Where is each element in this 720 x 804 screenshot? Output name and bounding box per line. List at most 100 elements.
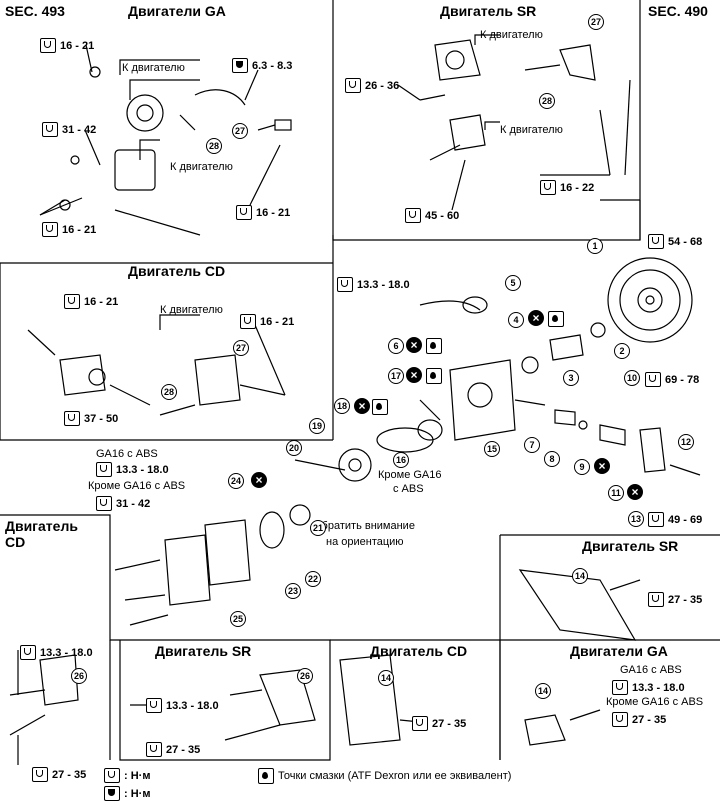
- torque-value: 13.3 - 18.0: [357, 278, 410, 291]
- replace-icon: ×: [627, 484, 643, 500]
- variant-label: Кроме GA16 с ABS: [88, 480, 186, 492]
- torque-value: 26 - 36: [365, 79, 400, 92]
- part-callout: 28: [161, 384, 177, 400]
- part-callout: 27: [588, 14, 604, 30]
- wrench-icon: [236, 205, 252, 220]
- torque-spec: 49 - 69: [648, 512, 702, 527]
- part-callout: 28: [206, 138, 222, 154]
- part-callout: 26: [297, 668, 313, 684]
- part-callout: 17: [388, 368, 404, 384]
- torque-spec: 13.3 - 18.0: [146, 698, 219, 713]
- wrench-icon: [40, 38, 56, 53]
- wrench-icon: [612, 712, 628, 727]
- wrench-icon: [345, 78, 361, 93]
- wrench-icon: [337, 277, 353, 292]
- to-engine-label: К двигателю: [160, 304, 223, 316]
- variant-label: GA16 с ABS: [620, 664, 682, 676]
- sec-493-label: SEC. 493: [5, 3, 65, 19]
- part-callout: 27: [232, 123, 248, 139]
- wrench-icon: [96, 462, 112, 477]
- wrench-icon: [412, 716, 428, 731]
- part-callout: 21: [310, 520, 326, 536]
- torque-value: 13.3 - 18.0: [166, 699, 219, 712]
- torque-spec: 37 - 50: [64, 411, 118, 426]
- part-callout: 23: [285, 583, 301, 599]
- panel-title-ga-top: Двигатели GA: [128, 3, 226, 19]
- torque-spec: 6.3 - 8.3: [232, 58, 292, 73]
- wrench-icon: [146, 742, 162, 757]
- torque-value: 13.3 - 18.0: [632, 681, 685, 694]
- wrench-icon: [96, 496, 112, 511]
- torque-spec: 16 - 21: [236, 205, 290, 220]
- wrench-icon: [648, 512, 664, 527]
- torque-value: 16 - 21: [60, 39, 95, 52]
- torque-value: 54 - 68: [668, 235, 703, 248]
- torque-spec: 27 - 35: [612, 712, 666, 727]
- legend-nm: : Н·м: [104, 786, 150, 801]
- part-callout: 1: [587, 238, 603, 254]
- part-callout: 14: [378, 670, 394, 686]
- lubricate-icon: [426, 368, 442, 384]
- legend-lube: Точки смазки (ATF Dexron или ее эквивале…: [258, 768, 511, 784]
- orientation-note: на ориентацию: [326, 536, 404, 548]
- torque-spec: 69 - 78: [645, 372, 699, 387]
- torque-spec: 27 - 35: [648, 592, 702, 607]
- orientation-note: Обратить внимание: [313, 520, 415, 532]
- to-engine-label: К двигателю: [480, 29, 543, 41]
- part-callout: 24: [228, 473, 244, 489]
- part-callout: 25: [230, 611, 246, 627]
- part-callout: 14: [535, 683, 551, 699]
- torque-value: 6.3 - 8.3: [252, 59, 293, 72]
- torque-spec: 16 - 22: [540, 180, 594, 195]
- part-callout: 4: [508, 312, 524, 328]
- torque-value: 49 - 69: [668, 513, 703, 526]
- panel-title-cd-mid: Двигатель CD: [128, 263, 226, 279]
- torque-spec: 26 - 36: [345, 78, 399, 93]
- variant-label: Кроме GA16: [378, 469, 442, 481]
- part-callout: 7: [524, 437, 540, 453]
- wrench-icon: [405, 208, 421, 223]
- torque-spec: 16 - 21: [240, 314, 294, 329]
- wrench-icon: [540, 180, 556, 195]
- legend-nm-label: : Н·м: [124, 787, 151, 800]
- wrench-icon: [64, 294, 80, 309]
- part-callout: 16: [393, 452, 409, 468]
- torque-value: 16 - 21: [62, 223, 97, 236]
- replace-icon: ×: [528, 310, 544, 326]
- torque-value: 27 - 35: [166, 743, 201, 756]
- sec-490-label: SEC. 490: [648, 3, 708, 19]
- torque-spec: 13.3 - 18.0: [96, 462, 169, 477]
- wrench-icon: [648, 234, 664, 249]
- torque-value: 31 - 42: [62, 123, 97, 136]
- panel-title-cd-left-2: CD: [5, 534, 26, 550]
- lubricate-icon: [258, 768, 274, 784]
- wrench-icon: [645, 372, 661, 387]
- part-callout: 5: [505, 275, 521, 291]
- part-callout: 8: [544, 451, 560, 467]
- lubricate-icon: [548, 311, 564, 327]
- wrench-icon: [146, 698, 162, 713]
- torque-spec: 13.3 - 18.0: [337, 277, 410, 292]
- torque-spec: 27 - 35: [412, 716, 466, 731]
- lubricate-icon: [426, 338, 442, 354]
- part-callout: 18: [334, 398, 350, 414]
- part-callout: 9: [574, 459, 590, 475]
- panel-title-sr-right: Двигатель SR: [582, 538, 679, 554]
- wrench-icon: [240, 314, 256, 329]
- variant-label: с ABS: [393, 483, 424, 495]
- torque-spec: 45 - 60: [405, 208, 459, 223]
- part-callout: 19: [309, 418, 325, 434]
- wrench-alt-icon: [232, 58, 248, 73]
- part-callout: 26: [71, 668, 87, 684]
- torque-value: 37 - 50: [84, 412, 119, 425]
- torque-value: 16 - 21: [260, 315, 295, 328]
- part-callout: 12: [678, 434, 694, 450]
- torque-spec: 16 - 21: [40, 38, 94, 53]
- part-callout: 15: [484, 441, 500, 457]
- replace-icon: ×: [406, 367, 422, 383]
- torque-spec: 31 - 42: [42, 122, 96, 137]
- wrench-icon: [32, 767, 48, 782]
- part-callout: 20: [286, 440, 302, 456]
- torque-value: 31 - 42: [116, 497, 151, 510]
